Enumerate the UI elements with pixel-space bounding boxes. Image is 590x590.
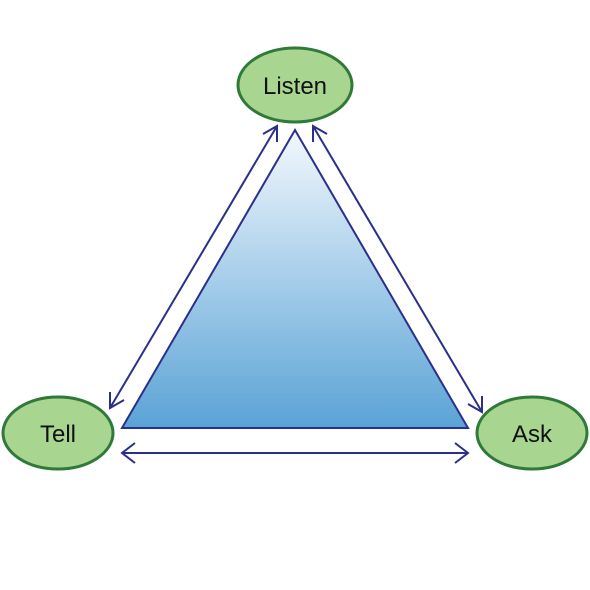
node-tell-label: Tell	[40, 421, 76, 448]
node-listen: Listen	[236, 46, 354, 124]
arrow-tell-listen	[109, 124, 278, 410]
node-ask-label: Ask	[512, 421, 553, 448]
arrow-tell-ask	[120, 442, 470, 464]
node-ask: Ask	[475, 395, 589, 471]
node-tell: Tell	[1, 395, 115, 471]
node-listen-label: Listen	[263, 73, 327, 100]
central-triangle	[120, 128, 470, 429]
arrow-listen-ask	[312, 124, 483, 414]
